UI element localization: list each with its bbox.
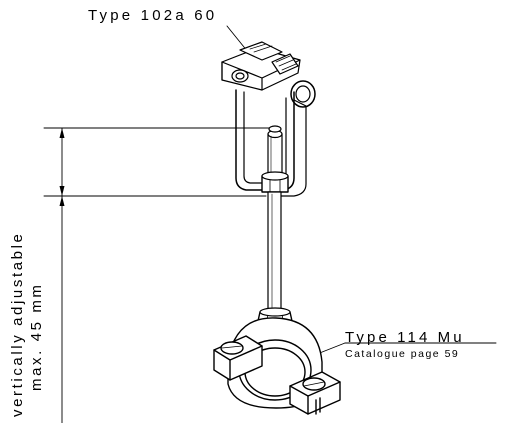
threaded-rod (267, 191, 282, 313)
clamp-catalogue-label: Catalogue page 59 (345, 348, 460, 360)
adjustment-label-line2: max. 45 mm (28, 282, 45, 391)
pipe-clamp (213, 317, 341, 415)
adjusting-screw (261, 125, 289, 193)
hanger-type-label: Type 102a 60 (88, 7, 218, 24)
clamp-type-label: Type 114 Mu (345, 329, 465, 346)
adjustment-annotation: vertically adjustable max. 45 mm (8, 232, 46, 418)
dimension-lines (43, 127, 273, 423)
ceiling-bracket (221, 41, 316, 197)
adjustment-label-line1: vertically adjustable (9, 231, 26, 418)
